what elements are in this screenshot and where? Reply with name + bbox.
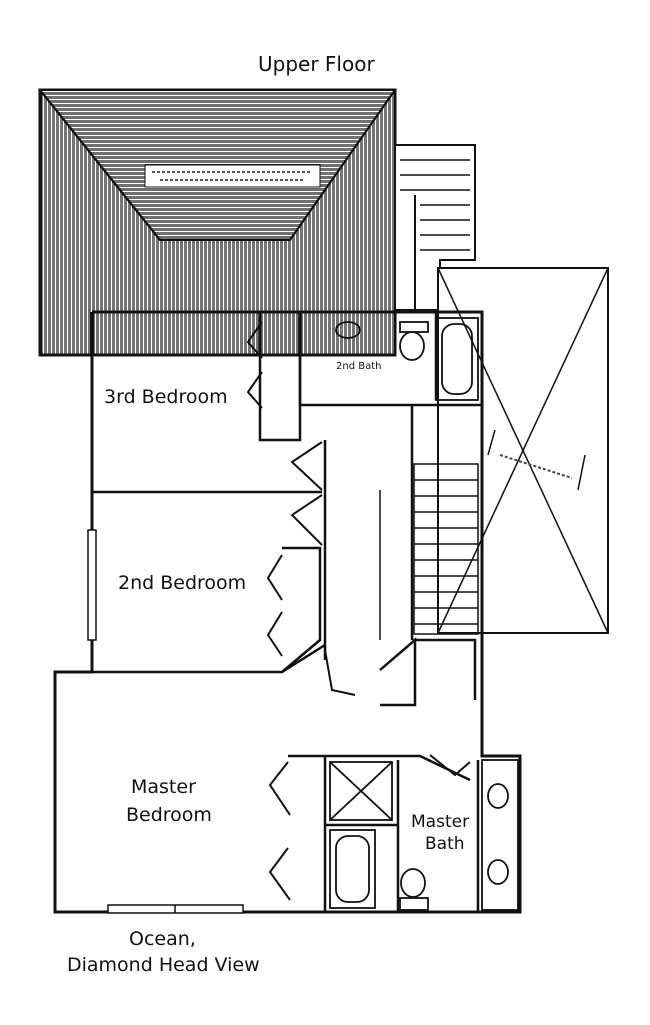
bath-fixtures (329, 317, 519, 911)
room-label-third-bedroom: 3rd Bedroom (104, 386, 228, 408)
view-label-line1: Ocean, (129, 928, 196, 950)
room-label-master-bedroom-line2: Bedroom (126, 804, 212, 826)
exterior-walls (53, 310, 522, 914)
plan-title: Upper Floor (258, 52, 375, 76)
room-label-second-bedroom: 2nd Bedroom (118, 572, 247, 594)
upper-deck-stairs (394, 144, 476, 311)
interior-stair (379, 463, 479, 640)
room-label-master-bedroom-line1: Master (131, 776, 196, 798)
room-label-second-bath: 2nd Bath (336, 361, 382, 372)
door-swings (246, 321, 471, 901)
interior-walls (92, 312, 482, 912)
room-label-master-bath-line1: Master (411, 812, 470, 832)
lower-roof-hip (437, 267, 609, 634)
room-label-master-bath-line2: Bath (425, 834, 465, 854)
view-label-line2: Diamond Head View (67, 954, 260, 976)
windows (87, 529, 244, 914)
